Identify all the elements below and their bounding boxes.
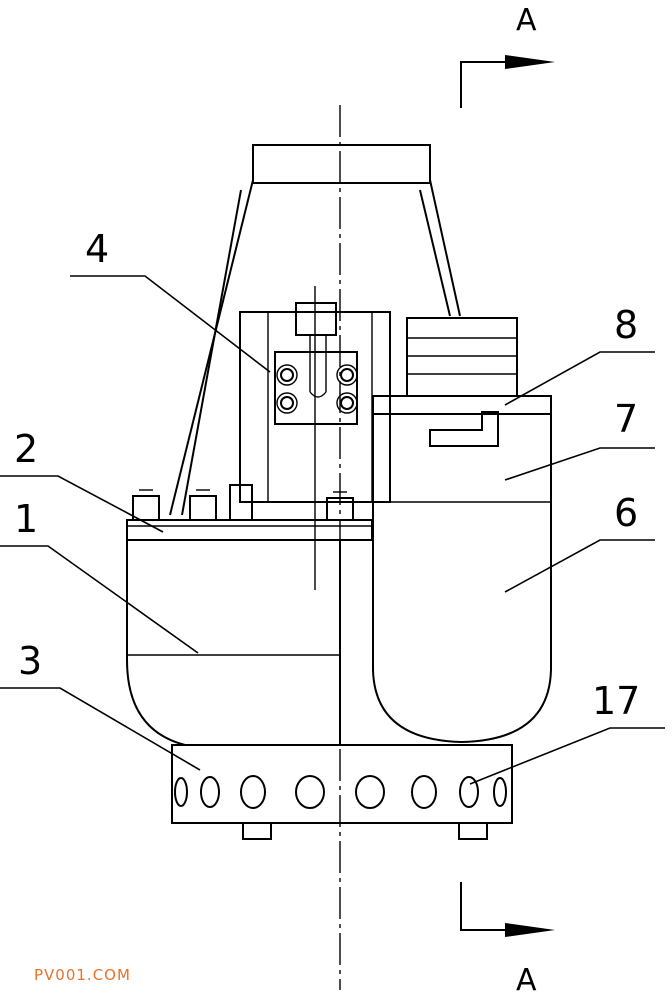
label-7: 7 xyxy=(504,397,655,481)
motor-housing xyxy=(126,540,341,746)
part-label-4: 4 xyxy=(85,227,109,271)
part-label-17: 17 xyxy=(592,679,640,723)
mounting-bracket xyxy=(239,286,391,590)
label-1: 1 xyxy=(0,497,199,654)
section-label-top: A xyxy=(516,3,537,38)
section-label-bottom: A xyxy=(516,963,537,998)
label-3: 3 xyxy=(0,639,201,771)
part-label-3: 3 xyxy=(18,639,42,683)
base-ring xyxy=(171,744,513,840)
watermark: PV001.COM xyxy=(34,966,131,984)
part-label-7: 7 xyxy=(614,397,638,441)
section-marker-top: A xyxy=(460,3,555,108)
lifting-handle xyxy=(169,144,461,516)
label-6: 6 xyxy=(504,491,655,593)
part-label-1: 1 xyxy=(14,497,38,541)
part-label-6: 6 xyxy=(614,491,638,535)
control-box xyxy=(372,317,552,744)
label-8: 8 xyxy=(504,303,655,406)
label-4: 4 xyxy=(70,227,271,373)
label-2: 2 xyxy=(0,427,164,533)
part-label-2: 2 xyxy=(14,427,38,471)
section-marker-bottom: A xyxy=(460,882,555,998)
part-label-8: 8 xyxy=(614,303,638,347)
top-plate xyxy=(126,484,373,541)
label-17: 17 xyxy=(469,679,665,785)
